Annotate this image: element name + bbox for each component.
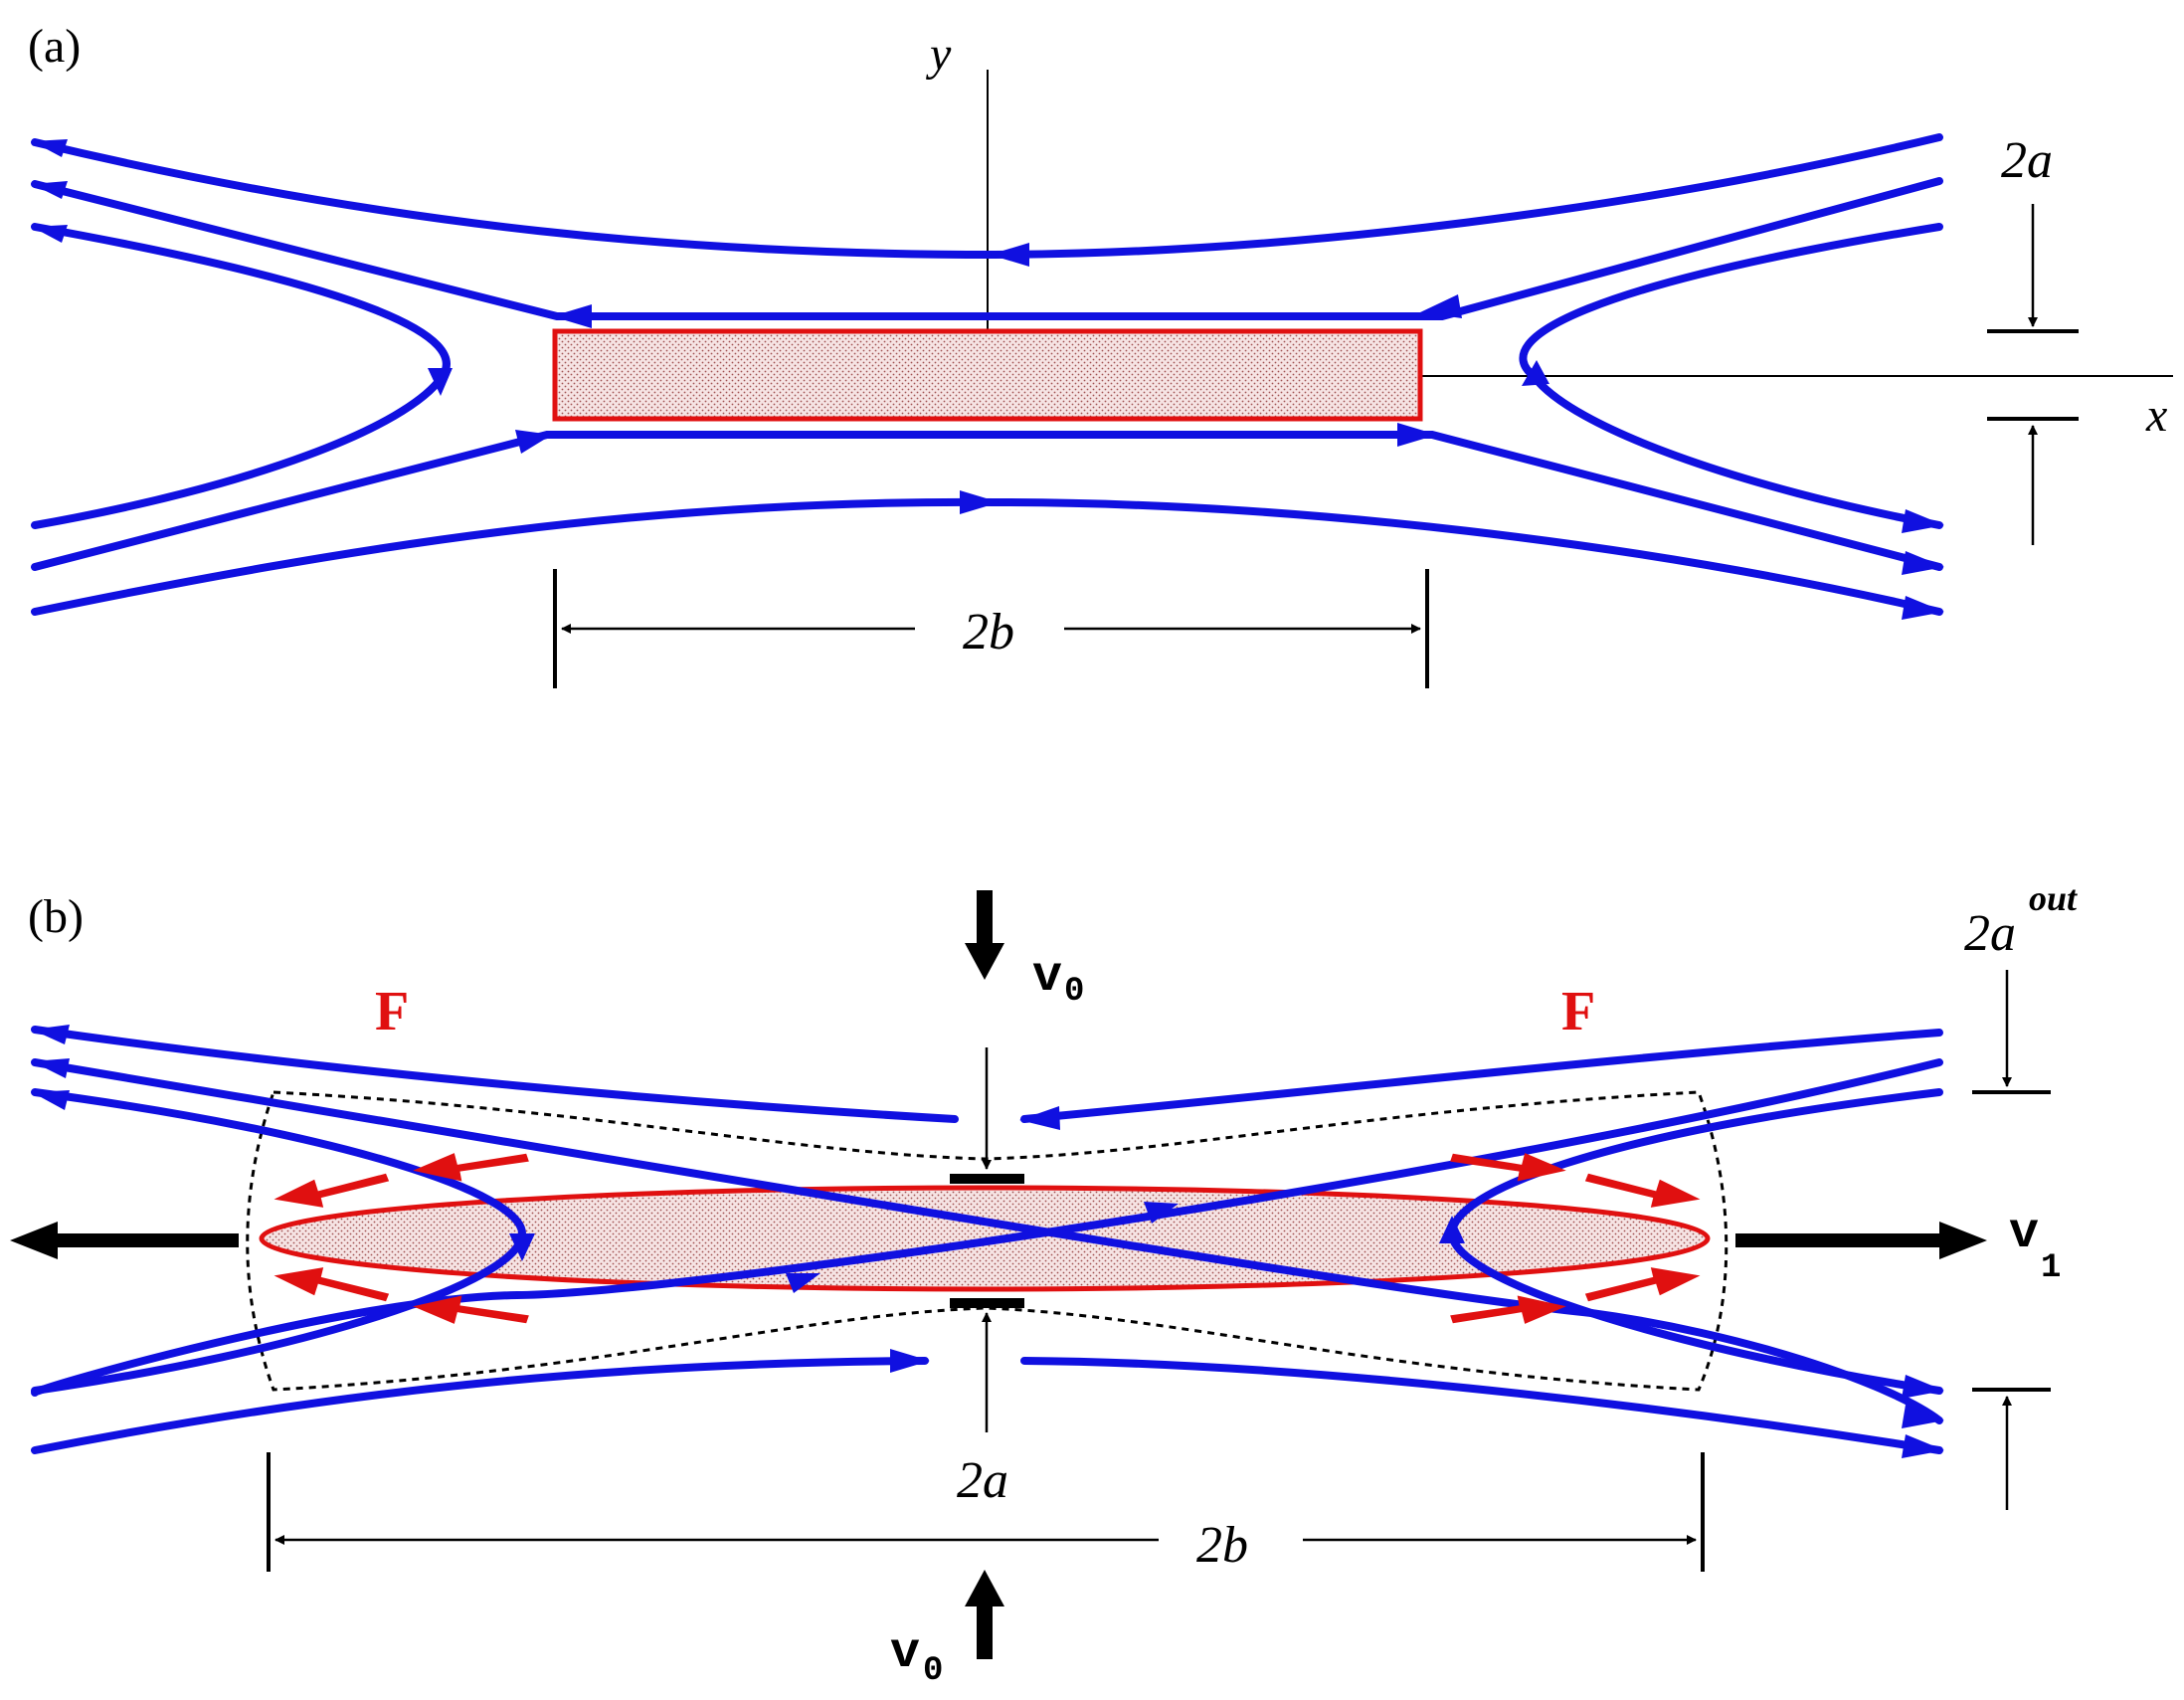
current-sheet-rect [552,328,1423,422]
outflow-left-arrow [10,1222,239,1259]
arrowhead [1397,423,1437,447]
field-line [1020,1357,1943,1454]
force-label-right: F [1561,981,1595,1042]
field-line [31,497,1943,616]
length-dimension-b: 2b [267,1452,1705,1574]
force-arrow [273,1173,390,1208]
arrowhead [552,304,592,328]
arrowhead [1902,509,1944,533]
force-arrows [273,1153,1701,1324]
outflow-right-arrow [1735,1222,1987,1259]
outflow-v: v [2009,1206,2039,1262]
arrowhead [509,1233,535,1261]
arrowhead [32,139,68,157]
arrowhead [1902,1405,1944,1428]
outer-thickness-label: 2a [1964,905,2016,962]
inflow-top-arrow [965,890,1004,980]
arrowhead [1144,1202,1179,1224]
arrowhead [1439,1216,1465,1243]
length-label-b: 2b [1196,1517,1248,1574]
length-label-a: 2b [963,604,1014,661]
inflow-bottom-arrow [965,1570,1004,1659]
field-lines-b [31,1026,1943,1454]
outflow: v 1 [10,1206,2061,1287]
arrowhead [1019,1106,1060,1130]
force-label-left: F [375,981,409,1042]
field-line [31,1058,1943,1397]
panel-b: (b) [10,878,2078,1690]
thickness-label-a: 2a [2001,132,2053,189]
y-axis-label: y [925,28,952,81]
inner-thickness-label: 2a [957,1452,1008,1509]
arrowhead [515,430,552,454]
field-line [1020,1029,1943,1123]
force-arrow [413,1295,529,1324]
inflow-bottom-v: v [890,1625,920,1682]
field-arrowheads-a [32,139,1944,620]
arrowhead [960,490,1000,514]
panel-b-label: (b) [28,890,84,943]
inner-thickness-dimension: 2a [957,1047,1008,1509]
field-line [31,177,1943,320]
arrowhead [890,1349,930,1373]
force-arrow [273,1267,390,1302]
field-arrowheads-b [32,1025,1944,1458]
inflow-top-v: v [1032,949,1062,1006]
field-line [31,431,1943,571]
force-arrow [413,1153,529,1182]
arrowhead [32,1025,70,1044]
force-arrow [1584,1173,1701,1208]
x-axis-label: x [2145,389,2167,442]
inner-thickness-bar-top [950,1174,1024,1184]
diffusion-region-boundary [246,1090,1729,1392]
outer-thickness-dimension: 2a out [1964,878,2078,1510]
arrowhead [786,1273,820,1293]
inflow-top: v 0 [965,890,1084,1011]
arrowhead [32,1058,70,1078]
arrowhead [1902,551,1944,575]
arrowhead [428,368,453,396]
field-line [31,1026,959,1123]
force-arrow [1450,1153,1566,1182]
arrowhead [1902,1434,1944,1458]
arrowhead [990,243,1029,267]
arrowhead [1522,360,1549,386]
force-arrow [1450,1295,1566,1324]
field-line [31,1357,929,1454]
arrowhead [32,225,68,243]
panel-a: (a) y x [28,20,2173,688]
arrowhead [1420,294,1462,318]
inflow-bottom: v 0 [890,1570,1004,1690]
arrowhead [32,1090,70,1110]
panel-a-label: (a) [28,20,81,73]
field-line [31,1058,1943,1424]
inflow-bottom-sub: 0 [923,1652,943,1690]
arrowhead [1902,596,1944,620]
force-arrow [1584,1267,1701,1302]
arrowhead [1902,1375,1944,1399]
thickness-dimension-a: 2a [1987,132,2079,545]
length-dimension-a: 2b [553,569,1429,688]
arrowhead [32,181,68,199]
outer-thickness-sup: out [2029,878,2078,918]
inflow-top-sub: 0 [1064,973,1084,1011]
inner-thickness-bar-bottom [950,1298,1024,1308]
outflow-sub: 1 [2041,1249,2061,1287]
